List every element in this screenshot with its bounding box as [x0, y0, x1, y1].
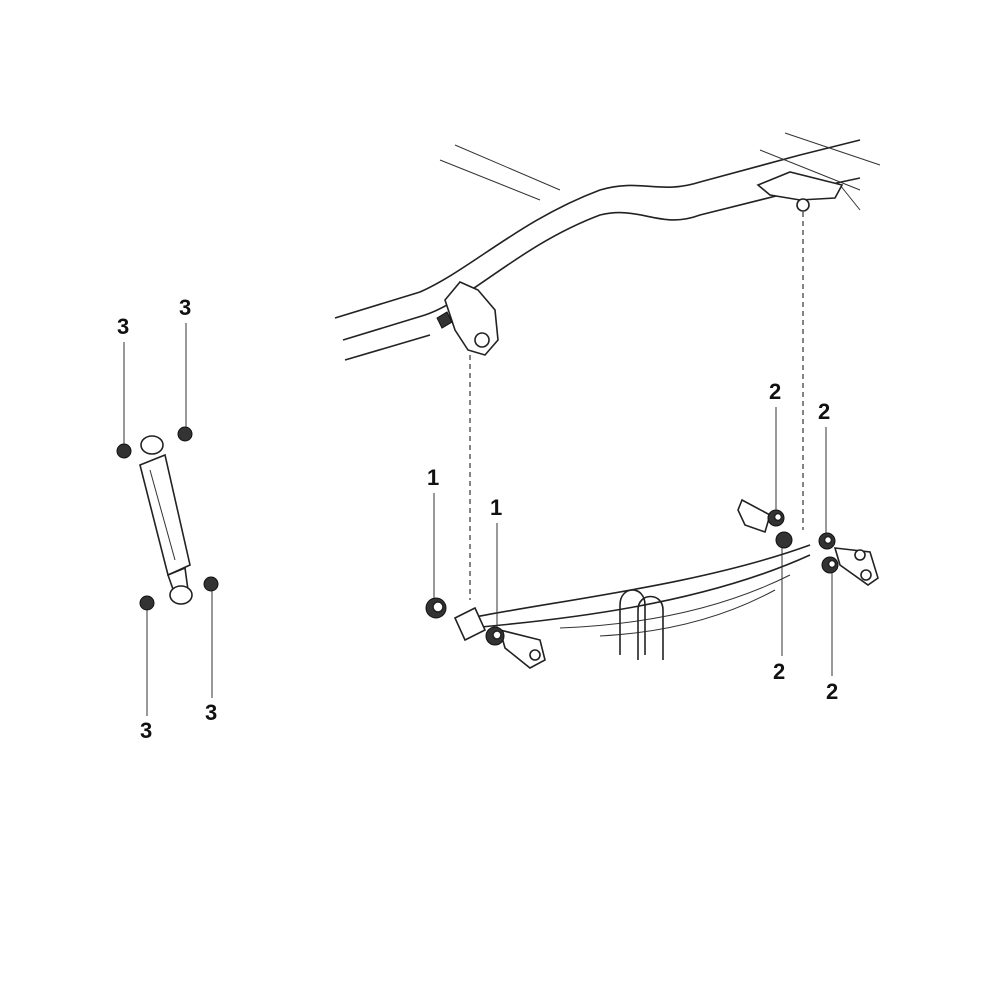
- bushings-item-1: [425, 597, 505, 646]
- callout-3: 3: [179, 295, 192, 320]
- callout-2: 2: [769, 379, 782, 404]
- shock-absorber: [139, 435, 193, 605]
- callout-3: 3: [205, 700, 218, 725]
- rear-shackle-plates: [737, 498, 879, 586]
- bushings-item-2: [767, 509, 839, 574]
- callout-1: 1: [427, 465, 440, 490]
- callout-2: 2: [818, 399, 831, 424]
- rear-shackle-bracket: [756, 171, 844, 212]
- callout-2: 2: [826, 679, 839, 704]
- front-spring-hanger: [436, 281, 499, 356]
- callout-1: 1: [490, 495, 503, 520]
- callout-3: 3: [140, 718, 153, 743]
- callout-2: 2: [773, 659, 786, 684]
- u-bolts: [619, 589, 664, 660]
- leader-lines: [123, 323, 833, 716]
- nuts-item-3: [116, 426, 219, 611]
- leaf-spring: [453, 544, 811, 642]
- front-bolt-plate: [498, 628, 546, 669]
- frame-rail: [334, 132, 881, 361]
- callout-3: 3: [117, 314, 130, 339]
